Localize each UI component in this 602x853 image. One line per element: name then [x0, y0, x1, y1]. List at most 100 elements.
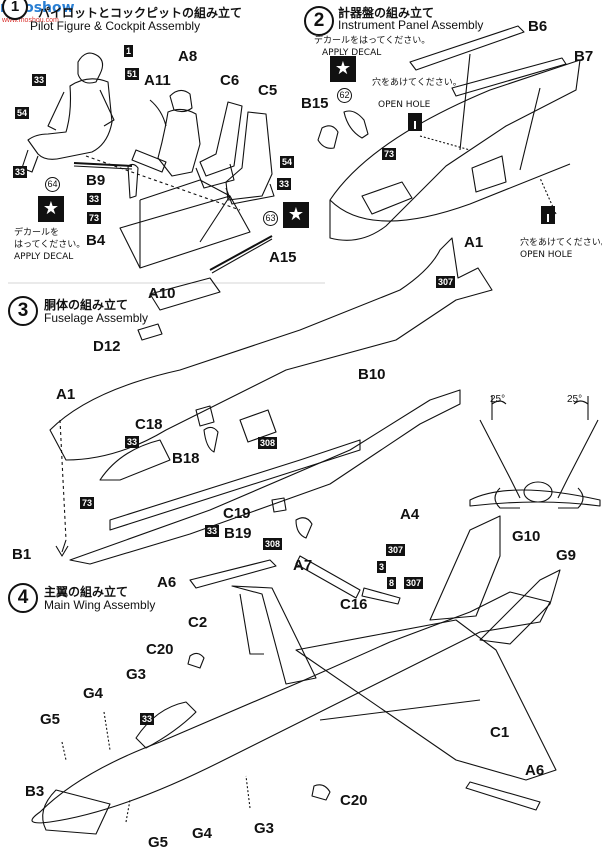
front-view-sketch	[469, 396, 601, 509]
angle-right-label: 25°	[567, 394, 583, 405]
circle-64: 64	[45, 177, 60, 192]
part-C20-b: C20	[340, 792, 368, 809]
step-4-title-jp: 主翼の組み立て	[44, 585, 129, 599]
step-3-number: 3	[8, 296, 38, 326]
tag-307-a: 307	[436, 276, 456, 288]
tag-1: 1	[124, 45, 134, 57]
part-A1-step2: A1	[464, 234, 484, 251]
tag-308-b: 308	[263, 538, 283, 550]
decal-note-en-1: APPLY DECAL	[14, 252, 74, 262]
tag-308-a: 308	[258, 437, 278, 449]
part-G4-b: G4	[192, 825, 213, 842]
part-A15: A15	[269, 249, 297, 266]
part-A11: A11	[144, 72, 171, 89]
step-1-number: 1	[2, 0, 28, 20]
part-B3: B3	[25, 783, 45, 800]
fuselage-drawing	[49, 237, 493, 565]
part-A6-a: A6	[157, 574, 177, 591]
part-C5: C5	[258, 82, 278, 99]
part-B6: B6	[528, 18, 548, 35]
part-B4: B4	[86, 232, 106, 249]
tag-73-c: 73	[80, 497, 95, 509]
part-B18: B18	[172, 450, 200, 467]
tag-33-b: 33	[13, 166, 28, 178]
step-2-number: 2	[304, 6, 334, 36]
tag-33-e: 33	[125, 436, 140, 448]
circle-62: 62	[337, 88, 352, 103]
part-A1-step3: A1	[56, 386, 76, 403]
part-G9: G9	[556, 547, 577, 564]
part-C1: C1	[490, 724, 510, 741]
ejection-seats	[195, 101, 275, 205]
tag-3: 3	[377, 561, 387, 573]
step-2-hole-jp-b: 穴をあけてください。	[520, 238, 602, 248]
part-A4: A4	[400, 506, 420, 523]
decal-star-icon: ★	[38, 196, 64, 222]
tag-33-a: 33	[32, 74, 47, 86]
step-2-title-en: Instrument Panel Assembly	[338, 18, 484, 32]
part-G4-a: G4	[83, 685, 104, 702]
part-G5-b: G5	[148, 834, 169, 851]
tag-33-d: 33	[87, 193, 102, 205]
part-B1: B1	[12, 546, 32, 563]
hole-drill-icon-a	[408, 113, 422, 131]
step-1-title-en: Pilot Figure & Cockpit Assembly	[30, 19, 201, 33]
circle-63: 63	[263, 211, 278, 226]
decal-star-icon-3: ★	[330, 56, 356, 82]
step-3-title-jp: 胴体の組み立て	[44, 298, 129, 312]
decal-note-jp-1: デカールを	[14, 228, 60, 238]
part-B7: B7	[574, 48, 594, 65]
part-C6: C6	[220, 72, 240, 89]
part-D12: D12	[93, 338, 121, 355]
part-B15: B15	[301, 95, 329, 112]
step-2-hole-en-b: OPEN HOLE	[520, 250, 573, 260]
tag-54-a: 54	[15, 107, 30, 119]
part-C19: C19	[223, 505, 251, 522]
tag-51: 51	[125, 68, 140, 80]
part-A10: A10	[148, 285, 176, 302]
step-4-title-en: Main Wing Assembly	[44, 598, 156, 612]
tag-33-g: 33	[140, 713, 155, 725]
part-C18: C18	[135, 416, 163, 433]
step-2-decal-jp: デカールをはってください。	[314, 36, 431, 46]
instrument-panel-drawing	[317, 25, 581, 241]
part-A6-b: A6	[525, 762, 545, 779]
part-G10: G10	[512, 528, 541, 545]
part-A8: A8	[178, 48, 198, 65]
pilot-figure	[21, 52, 115, 173]
hole-drill-icon-b	[541, 206, 555, 224]
tag-307-b: 307	[386, 544, 406, 556]
part-C20-a: C20	[146, 641, 174, 658]
step-1-title-jp: パイロットとコックピットの組み立て	[38, 6, 243, 20]
wing-assembly-drawing	[31, 515, 561, 835]
part-C2: C2	[188, 614, 208, 631]
tag-33-c: 33	[277, 178, 292, 190]
step-4-number: 4	[8, 583, 38, 613]
step-3-title-en: Fuselage Assembly	[44, 311, 149, 325]
decal-star-icon-2: ★	[283, 202, 309, 228]
tag-73-b: 73	[382, 148, 397, 160]
tag-73-a: 73	[87, 212, 102, 224]
part-A7: A7	[293, 557, 313, 574]
tag-33-f: 33	[205, 525, 220, 537]
step-2-hole-jp-a: 穴をあけてください。	[372, 78, 462, 88]
watermark-url: www.moshou.com	[2, 17, 59, 24]
part-B10: B10	[358, 366, 386, 383]
seat-figures	[131, 89, 201, 177]
part-G3-a: G3	[126, 666, 147, 683]
tag-8: 8	[387, 577, 397, 589]
step-2-hole-en-a: OPEN HOLE	[378, 100, 431, 110]
part-B9: B9	[86, 172, 106, 189]
part-G3-b: G3	[254, 820, 275, 837]
part-B19: B19	[224, 525, 252, 542]
cockpit-tub	[73, 155, 273, 274]
angle-left-label: 25°	[490, 394, 506, 405]
tag-54-b: 54	[280, 156, 295, 168]
part-C16: C16	[340, 596, 368, 613]
step-2-decal-en: APPLY DECAL	[322, 48, 382, 58]
tag-307-c: 307	[404, 577, 424, 589]
part-G5-a: G5	[40, 711, 61, 728]
step-2-title-jp: 計器盤の組み立て	[338, 6, 435, 20]
decal-note-jp-2: はってください。	[14, 240, 86, 250]
